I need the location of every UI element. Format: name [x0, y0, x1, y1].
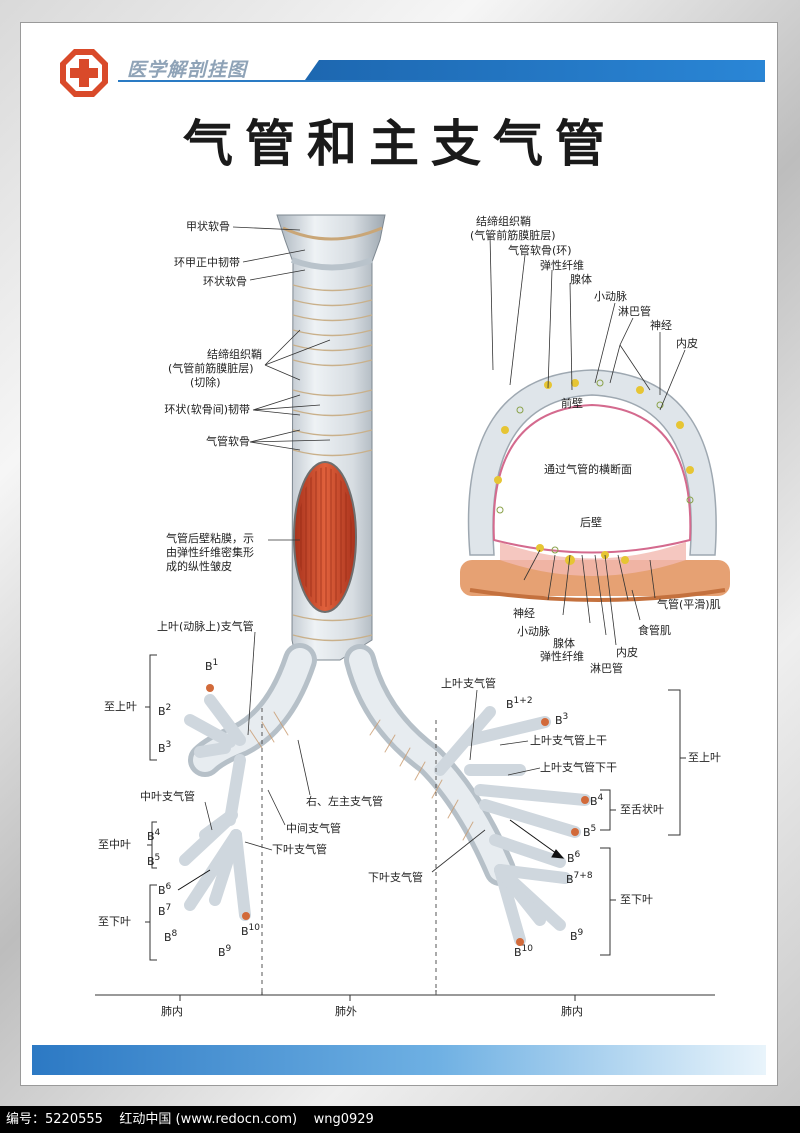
label-b1-2: B1+2 [506, 696, 533, 711]
footer-blue-band [32, 1045, 766, 1075]
footer-info-bar: 编号：5220555 红动中国 (www.redocn.com) wng0929 [0, 1106, 800, 1133]
header-rule [118, 80, 765, 82]
label-b10-right: B10 [514, 944, 533, 959]
label-to-middle-lobe: 至中叶 [98, 838, 131, 851]
label-cs-b-mucosa: 内皮 [616, 646, 638, 659]
label-lower-lobe-bronchus-left: 下叶支气管 [272, 843, 327, 856]
label-cs-gland: 腺体 [570, 273, 592, 286]
label-b7: B7 [158, 903, 172, 918]
label-intrapulmonary-right: 肺内 [561, 1005, 583, 1018]
label-b1: B1 [205, 658, 219, 673]
label-intermediate-bronchus: 中间支气管 [286, 822, 341, 835]
label-cricoid-cartilage: 环状软骨 [203, 275, 247, 288]
label-sheath-3: (切除) [190, 376, 221, 389]
label-cs-center: 通过气管的横断面 [544, 463, 632, 476]
trachea-illustration [276, 214, 386, 661]
label-b6-right: B6 [567, 850, 581, 865]
label-to-lower-lobe-right: 至下叶 [620, 893, 653, 906]
label-b5: B5 [147, 853, 161, 868]
label-to-lower-lobe-left: 至下叶 [98, 915, 131, 928]
label-cs-nerve: 神经 [650, 319, 672, 332]
label-cs-mucosa: 内皮 [676, 337, 698, 350]
label-b3: B3 [158, 740, 172, 755]
label-cs-b-gland: 腺体 [553, 637, 575, 650]
label-b10-left: B10 [241, 923, 260, 938]
label-lower-lobe-bronchus-right: 下叶支气管 [368, 871, 423, 884]
cross-section [460, 369, 730, 602]
label-cs-b-lymph: 淋巴管 [590, 662, 623, 675]
label-cs-sheath-2: (气管前筋膜脏层) [470, 229, 556, 242]
label-b9-left: B9 [218, 944, 232, 959]
medical-cross-logo [60, 49, 108, 97]
label-cs-b-smooth-muscle: 气管(平滑)肌 [657, 598, 721, 611]
label-to-upper-lobe-left: 至上叶 [104, 700, 137, 713]
label-extrapulmonary: 肺外 [335, 1005, 357, 1018]
label-b6-left: B6 [158, 882, 172, 897]
label-thyroid-cartilage: 甲状软骨 [186, 220, 230, 233]
label-sheath-1: 结缔组织鞘 [207, 348, 262, 361]
label-cs-anterior-wall: 前壁 [561, 397, 583, 410]
label-b3-right: B3 [555, 712, 569, 727]
label-annular-ligament: 环状(软骨间)韧带 [164, 403, 250, 416]
label-b8: B8 [164, 929, 178, 944]
label-to-lingula: 至舌状叶 [620, 803, 664, 816]
page-title: 气管和主支气管 [183, 115, 617, 173]
bronchial-tree [179, 643, 591, 946]
anatomy-artwork [95, 214, 730, 1001]
label-middle-lobe-bronchus: 中叶支气管 [140, 790, 195, 803]
label-cs-lymph: 淋巴管 [618, 305, 651, 318]
label-cs-posterior-wall: 后壁 [580, 516, 602, 529]
label-cs-b-esophageal: 食管肌 [638, 624, 671, 637]
label-b9-right: B9 [570, 928, 584, 943]
label-b5-right: B5 [583, 824, 597, 839]
label-cs-cartilage-ring: 气管软骨(环) [508, 244, 572, 257]
label-b2: B2 [158, 703, 172, 718]
label-upper-sup-trunk: 上叶支气管上干 [530, 734, 607, 747]
label-cs-sheath-1: 结缔组织鞘 [476, 215, 531, 228]
label-to-upper-lobe-right: 至上叶 [688, 751, 721, 764]
label-main-bronchi: 右、左主支气管 [306, 795, 383, 808]
label-mucosa-2: 由弹性纤维密集形 [166, 546, 254, 559]
label-upper-lobe-eparterial: 上叶(动脉上)支气管 [157, 620, 254, 633]
label-b4-right: B4 [590, 793, 604, 808]
label-b7-8: B7+8 [566, 871, 593, 886]
label-cs-b-nerve: 神经 [513, 607, 535, 620]
label-tracheal-cartilage: 气管软骨 [206, 435, 250, 448]
label-upper-lobe-bronchus-right: 上叶支气管 [441, 677, 496, 690]
label-cs-elastic: 弹性纤维 [540, 259, 584, 272]
label-cs-b-elastic: 弹性纤维 [540, 650, 584, 663]
label-cs-b-small-artery: 小动脉 [517, 625, 550, 638]
header-blue-bar [305, 60, 765, 80]
series-title: 医学解剖挂图 [127, 59, 248, 81]
label-mucosa-3: 成的纵性皱皮 [166, 560, 232, 573]
label-b4: B4 [147, 828, 161, 843]
label-cs-small-artery: 小动脉 [594, 290, 627, 303]
label-intrapulmonary-left: 肺内 [161, 1005, 183, 1018]
label-cricothyroid-ligament: 环甲正中韧带 [174, 256, 240, 269]
label-mucosa-1: 气管后壁粘膜，示 [166, 532, 254, 545]
label-upper-inf-trunk: 上叶支气管下干 [540, 761, 617, 774]
label-sheath-2: (气管前筋膜脏层) [168, 362, 254, 375]
